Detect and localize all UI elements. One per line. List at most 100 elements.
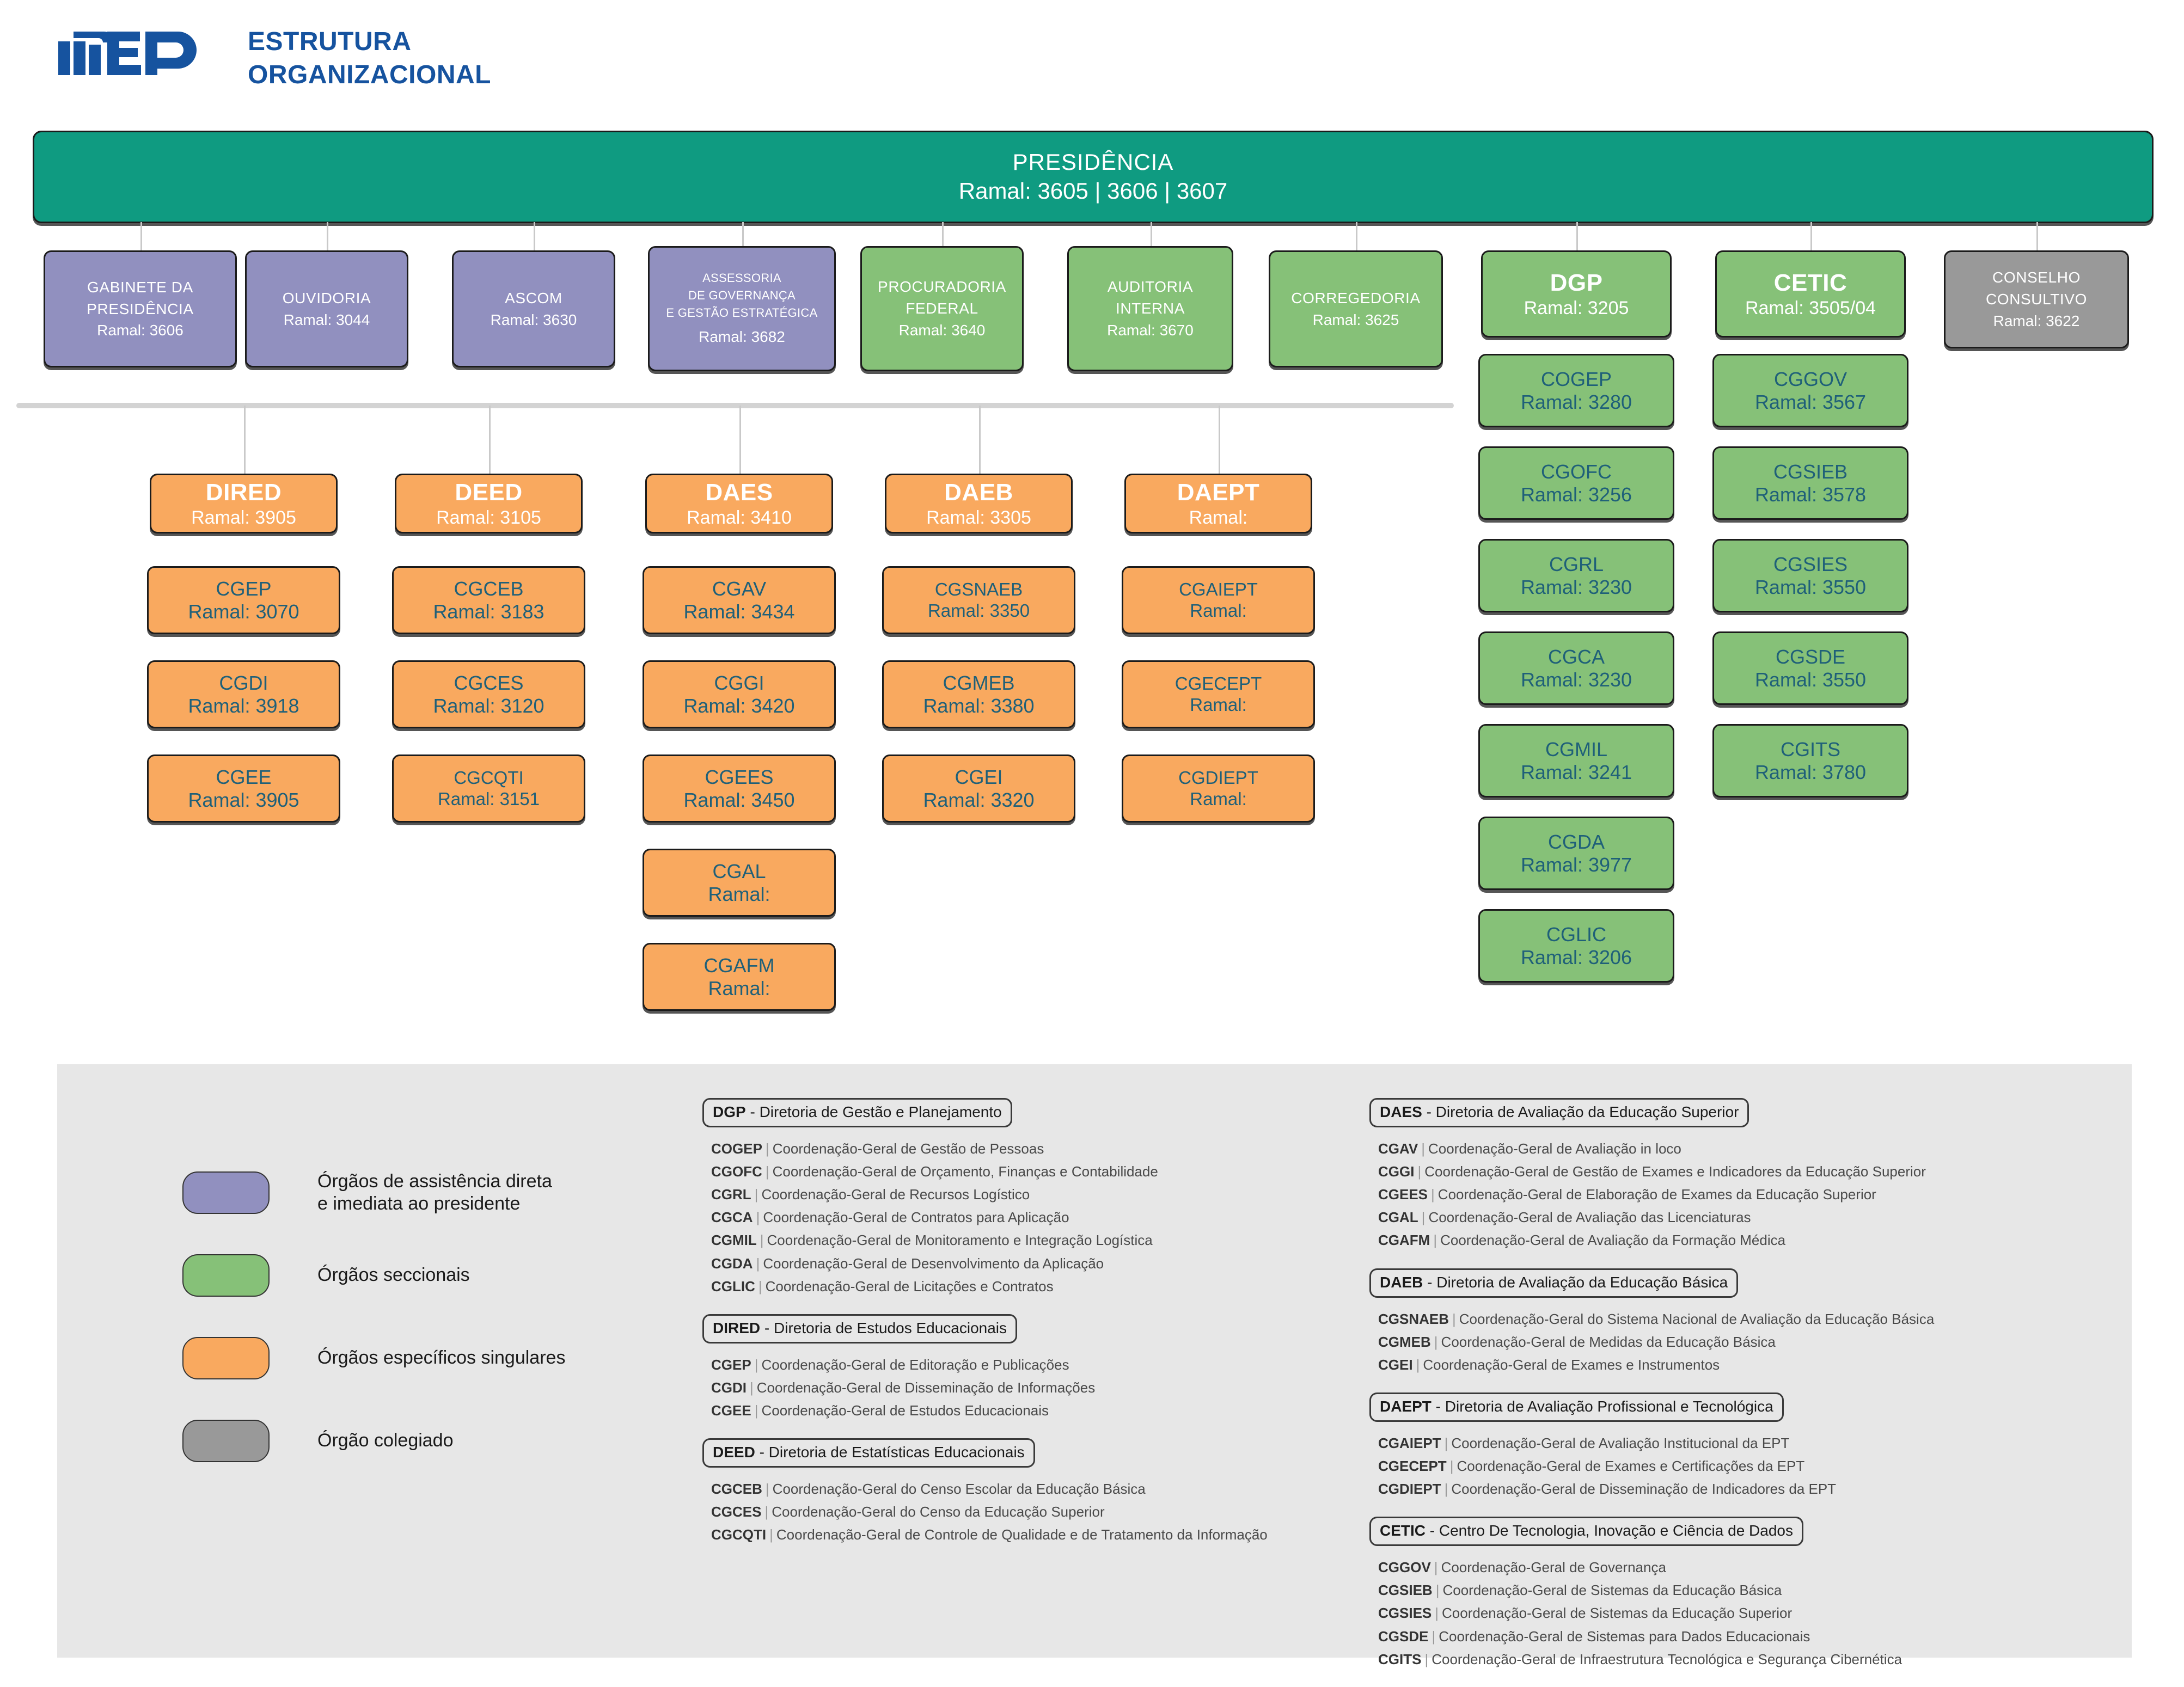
legend-group-header-cetic: CETIC - Centro De Tecnologia, Inovação e… [1369, 1517, 1803, 1547]
legend-definition-row: CGAFM|Coordenação-Geral de Avaliação da … [1378, 1229, 2094, 1252]
node-extension: Ramal: 3410 [687, 507, 792, 528]
definition-acronym: CGDI [711, 1379, 747, 1396]
node-title: CGSDE [1775, 645, 1846, 668]
definition-acronym: CGSDE [1378, 1628, 1429, 1645]
definition-acronym: CGEI [1378, 1356, 1413, 1373]
definition-separator: | [1433, 1232, 1437, 1249]
legend-group-acronym: CETIC [1380, 1522, 1426, 1539]
legend-definition-row: CGSIEB|Coordenação-Geral de Sistemas da … [1378, 1579, 2094, 1602]
connector-line [1576, 222, 1578, 250]
definition-description: Coordenação-Geral de Exames e Certificaç… [1457, 1457, 1805, 1474]
legend-definition-row: CGGOV|Coordenação-Geral de Governança [1378, 1556, 2094, 1579]
legend-group-title: - Diretoria de Gestão e Planejamento [745, 1103, 1002, 1120]
node-extension: Ramal: 3505/04 [1745, 297, 1876, 318]
legend-definition-list: COGEP|Coordenação-Geral de Gestão de Pes… [711, 1137, 1356, 1298]
node-title: CGDIEPT [1178, 768, 1258, 788]
definition-separator: | [769, 1526, 773, 1543]
definition-separator: | [754, 1356, 758, 1373]
legend-panel: Órgãos de assistência direta e imediata … [57, 1064, 2132, 1667]
node-extension: Ramal: 3567 [1754, 390, 1867, 413]
legend-group-title: - Diretoria de Estudos Educacionais [760, 1319, 1007, 1336]
definition-acronym: CGCEB [711, 1481, 762, 1498]
definition-description: Coordenação-Geral de Avaliação Instituci… [1451, 1434, 1790, 1451]
legend-column-right: DAES - Diretoria de Avaliação da Educaçã… [1369, 1098, 2094, 1687]
node-extension: Ramal: 3380 [923, 694, 1035, 717]
legend-group-header-dired: DIRED - Diretoria de Estudos Educacionai… [702, 1314, 1018, 1344]
definition-acronym: COGEP [711, 1140, 762, 1157]
definition-separator: | [1417, 1163, 1422, 1180]
legend-definition-row: CGSIES|Coordenação-Geral de Sistemas da … [1378, 1602, 2094, 1624]
definition-acronym: CGECEPT [1378, 1457, 1447, 1474]
connector-line [488, 406, 491, 474]
node-title: DEED [455, 479, 523, 506]
node-extension: Ramal: 3206 [1520, 946, 1632, 968]
node-extension: Ramal: 3905 [188, 788, 299, 811]
definition-description: Coordenação-Geral de Exames e Instrument… [1423, 1356, 1720, 1373]
definition-separator: | [754, 1186, 758, 1203]
connector-line [534, 222, 535, 250]
legend-definition-row: CGRL|Coordenação-Geral de Recursos Logís… [711, 1183, 1356, 1206]
legend-definition-list: CGSNAEB|Coordenação-Geral do Sistema Nac… [1378, 1308, 2094, 1376]
legend-definition-list: CGAV|Coordenação-Geral de Avaliação in l… [1378, 1137, 2094, 1252]
legend-definition-row: CGAIEPT|Coordenação-Geral de Avaliação I… [1378, 1432, 2094, 1455]
node-title: DAES [705, 479, 773, 506]
definition-description: Coordenação-Geral de Avaliação da Formaç… [1440, 1232, 1786, 1249]
node-extension: Ramal: [1190, 600, 1247, 621]
node-extension: Ramal: 3622 [1993, 312, 2080, 329]
definition-separator: | [750, 1379, 754, 1396]
connector-line [978, 406, 981, 474]
definition-separator: | [764, 1504, 769, 1520]
connector-line [327, 222, 328, 250]
legend-definition-row: CGITS|Coordenação-Geral de Infraestrutur… [1378, 1648, 2094, 1671]
node-title: CGAL [712, 860, 766, 882]
node-extension: Ramal: 3905 [191, 507, 296, 528]
